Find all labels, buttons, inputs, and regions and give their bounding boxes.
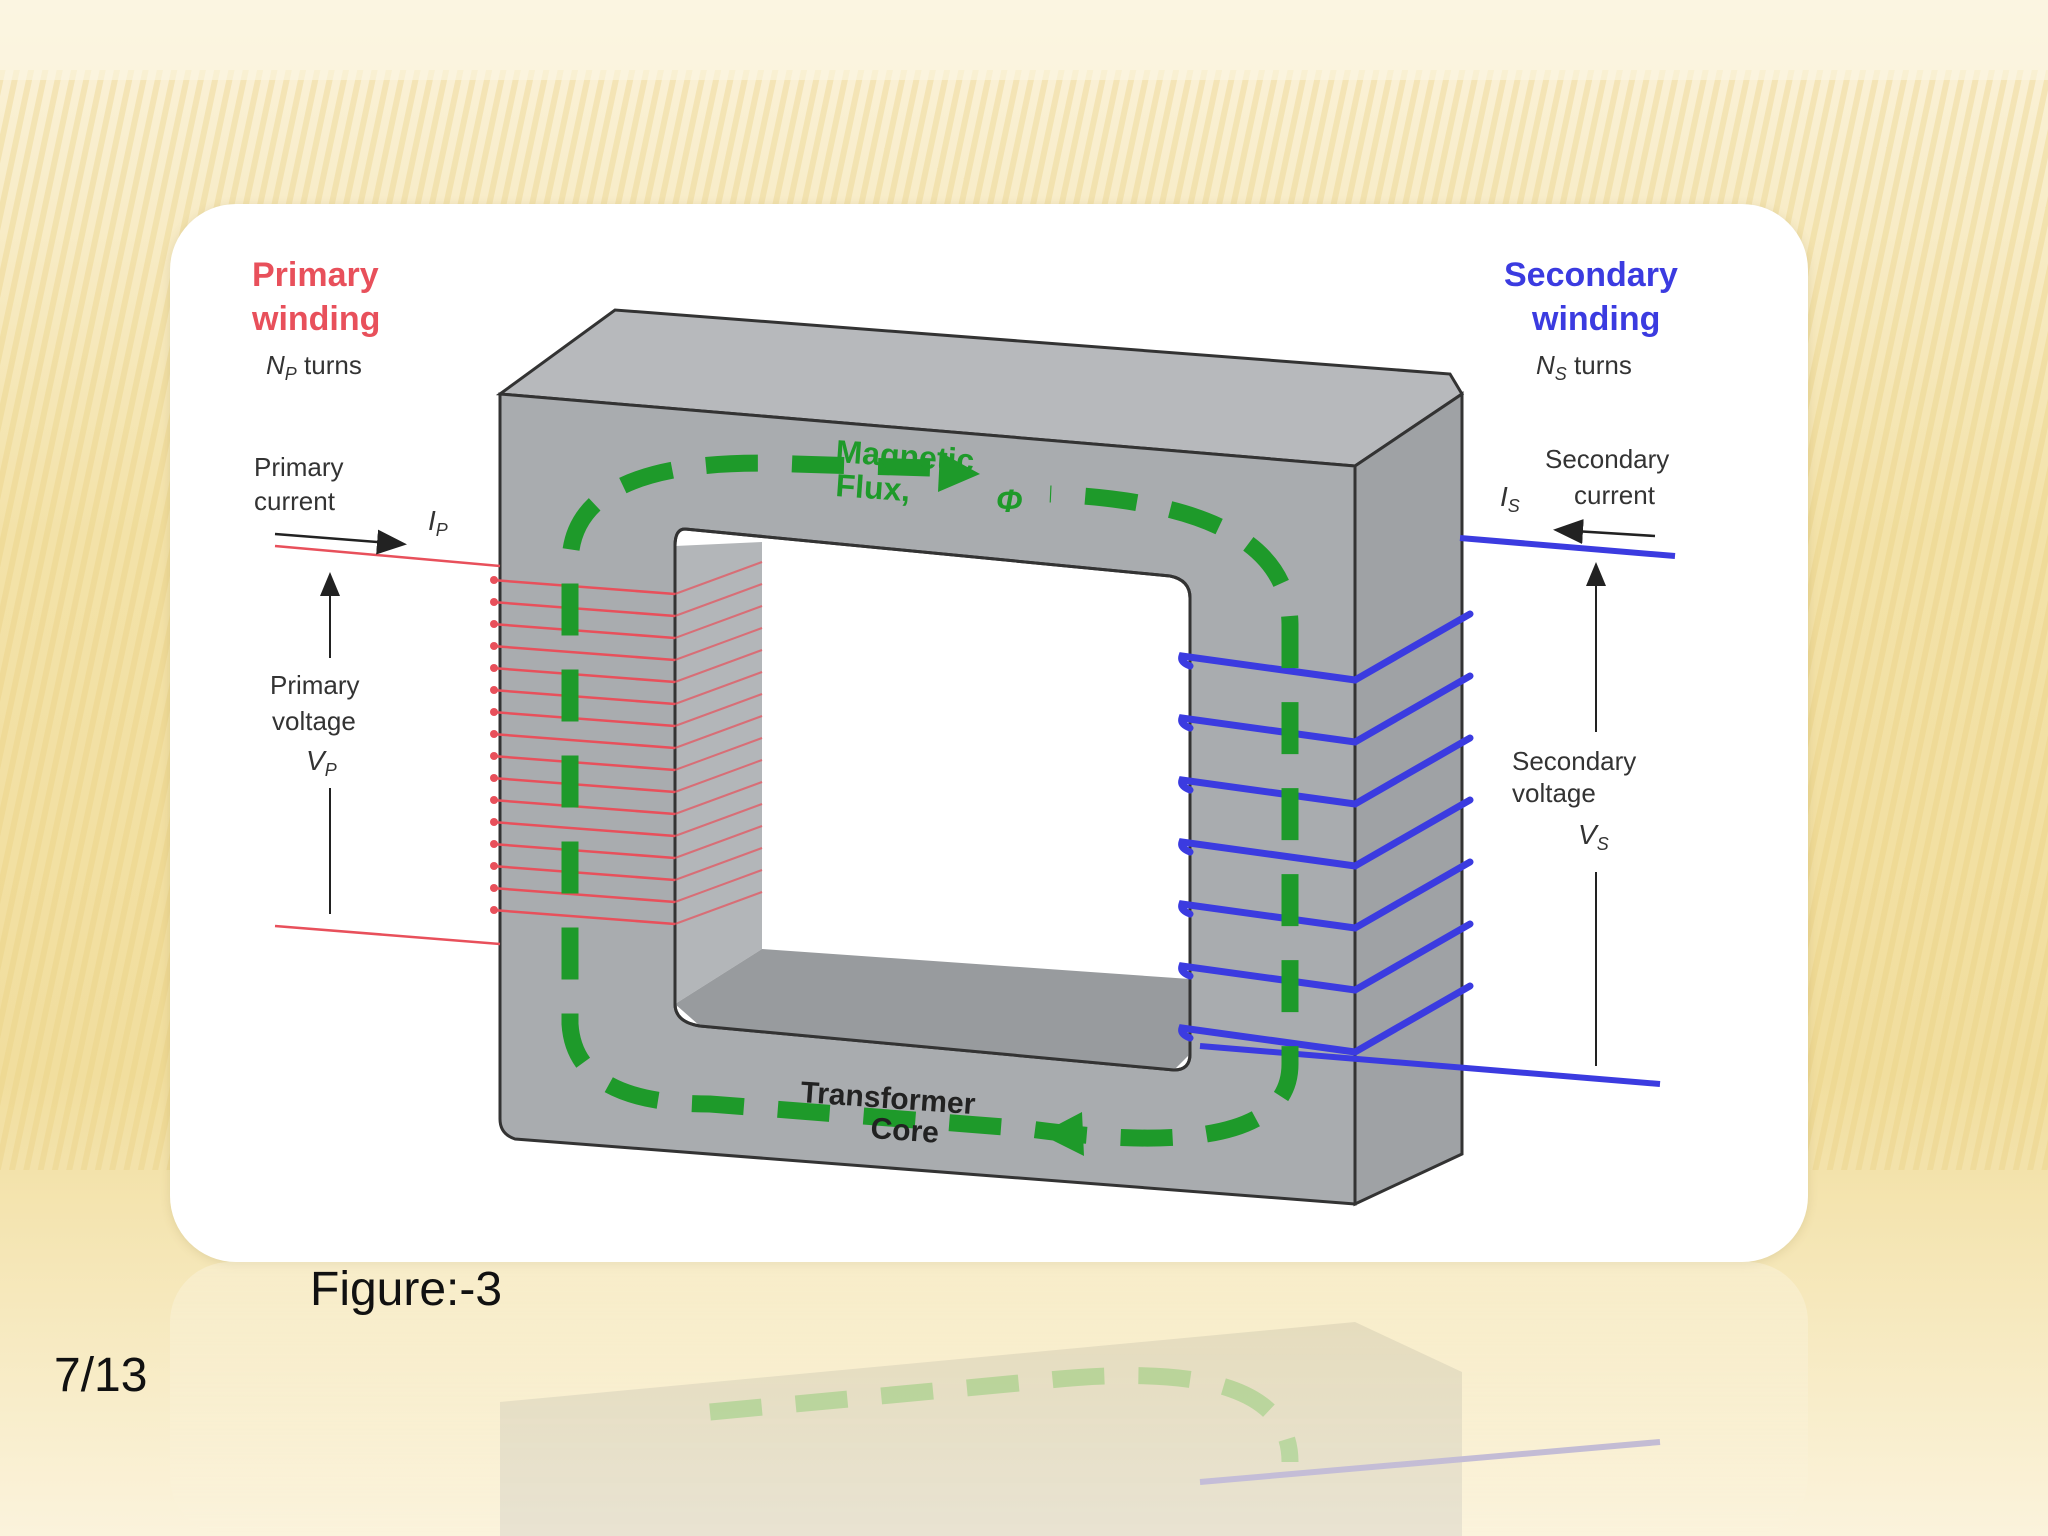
primary-coil-back-turn — [674, 737, 763, 771]
primary-coil-turn — [491, 886, 676, 904]
primary-coil-back-turn — [674, 781, 763, 815]
primary-coil-bend — [490, 598, 498, 606]
primary-winding-title-2: winding — [251, 300, 380, 338]
secondary-voltage-symbol: VS — [1578, 819, 1609, 854]
primary-lead-bottom — [274, 924, 501, 946]
figure-caption: Figure:-3 — [310, 1263, 503, 1316]
primary-coil-turn — [491, 732, 676, 750]
primary-winding-title-1: Primary — [252, 256, 379, 294]
primary-coil-back-turn — [674, 825, 763, 859]
secondary-current-arrow — [1553, 519, 1656, 545]
primary-coil-bend — [490, 906, 498, 914]
primary-coil-back-turn — [674, 649, 763, 683]
primary-coil-bend — [490, 796, 498, 804]
secondary-current-line1: Secondary — [1545, 444, 1669, 474]
primary-coil-turn — [491, 820, 676, 838]
secondary-lead-bottom — [1199, 1043, 1661, 1087]
primary-coil-turn — [491, 864, 676, 882]
primary-coil-back-turn — [674, 583, 763, 617]
primary-coil-bend — [490, 884, 498, 892]
primary-coil-turn — [491, 666, 676, 684]
flux-arrow-top — [938, 452, 980, 492]
primary-coil-back-turn — [674, 759, 763, 793]
primary-coil-back-turn — [674, 671, 763, 705]
primary-coil-back-turn — [674, 715, 763, 749]
primary-current-line1: Primary — [254, 452, 344, 482]
secondary-coil-turn — [1178, 920, 1474, 994]
secondary-coil-turn — [1178, 796, 1474, 870]
primary-voltage-line2: voltage — [272, 706, 356, 736]
primary-current-arrow — [274, 529, 407, 555]
primary-coil-turn — [491, 776, 676, 794]
primary-coil-back-turn — [674, 605, 763, 639]
primary-coil-bend — [490, 730, 498, 738]
secondary-winding-title-2: winding — [1531, 300, 1660, 338]
primary-coil-bend — [490, 576, 498, 584]
primary-lead-top — [274, 544, 501, 568]
primary-coil-bend — [490, 752, 498, 760]
flux-symbol: Φ — [996, 483, 1022, 519]
primary-coil-turn — [491, 908, 676, 926]
flux-arrow-bottom — [1040, 1112, 1084, 1156]
diagram-card: Magnetic Flux, Φ Transformer Core Primar… — [170, 204, 1808, 1262]
secondary-coil-turn — [1178, 858, 1474, 932]
primary-coil-bend — [490, 620, 498, 628]
primary-coil-bend — [490, 862, 498, 870]
primary-coil-bend — [490, 686, 498, 694]
core-label-line2: Core — [870, 1112, 940, 1150]
primary-coil-bend — [490, 642, 498, 650]
primary-voltage-symbol: VP — [306, 745, 337, 780]
primary-voltage-line1: Primary — [270, 670, 360, 700]
secondary-coil — [1178, 610, 1474, 1056]
primary-coil-back-turn — [674, 847, 763, 881]
secondary-coil-turn — [1178, 734, 1474, 808]
secondary-lead-top — [1459, 535, 1676, 559]
secondary-voltage-line2: voltage — [1512, 778, 1596, 808]
primary-coil-back-turn — [674, 627, 763, 661]
primary-coil-back-turn — [674, 561, 763, 595]
secondary-coil-turn — [1178, 982, 1474, 1056]
primary-coil-back-turn — [674, 803, 763, 837]
primary-coil-bend — [490, 818, 498, 826]
secondary-winding-title-1: Secondary — [1504, 256, 1678, 294]
primary-coil — [490, 561, 763, 926]
primary-coil-back-turn — [674, 693, 763, 727]
secondary-turns: NS turns — [1536, 350, 1632, 384]
primary-coil-bend — [490, 774, 498, 782]
secondary-coil-turn — [1178, 672, 1474, 746]
primary-coil-bend — [490, 708, 498, 716]
primary-coil-turn — [491, 644, 676, 662]
flux-path — [561, 454, 1299, 1147]
primary-coil-turn — [491, 600, 676, 618]
primary-coil-bend — [490, 840, 498, 848]
flux-label-line2: Flux, — [835, 467, 912, 508]
primary-current-symbol: IP — [428, 505, 448, 540]
primary-coil-turn — [491, 798, 676, 816]
primary-coil-bend — [490, 664, 498, 672]
window-bottom-depth — [675, 949, 1190, 1070]
primary-coil-back-turn — [674, 869, 763, 903]
transformer-diagram: Magnetic Flux, Φ Transformer Core Primar… — [251, 256, 1678, 1207]
page-number: 7/13 — [54, 1349, 148, 1402]
secondary-current-symbol: IS — [1500, 481, 1520, 516]
primary-coil-back-turn — [674, 891, 763, 925]
secondary-coil-turn — [1178, 610, 1474, 684]
primary-coil-turn — [491, 710, 676, 728]
primary-coil-turn — [491, 622, 676, 640]
primary-turns: NP turns — [266, 350, 362, 384]
primary-coil-turn — [491, 754, 676, 772]
primary-current-line2: current — [254, 486, 336, 516]
secondary-voltage-line1: Secondary — [1512, 746, 1636, 776]
secondary-current-line2: current — [1574, 480, 1656, 510]
primary-coil-turn — [491, 842, 676, 860]
primary-coil-turn — [491, 688, 676, 706]
core-side-face — [1353, 391, 1464, 1207]
primary-coil-turn — [491, 578, 676, 596]
